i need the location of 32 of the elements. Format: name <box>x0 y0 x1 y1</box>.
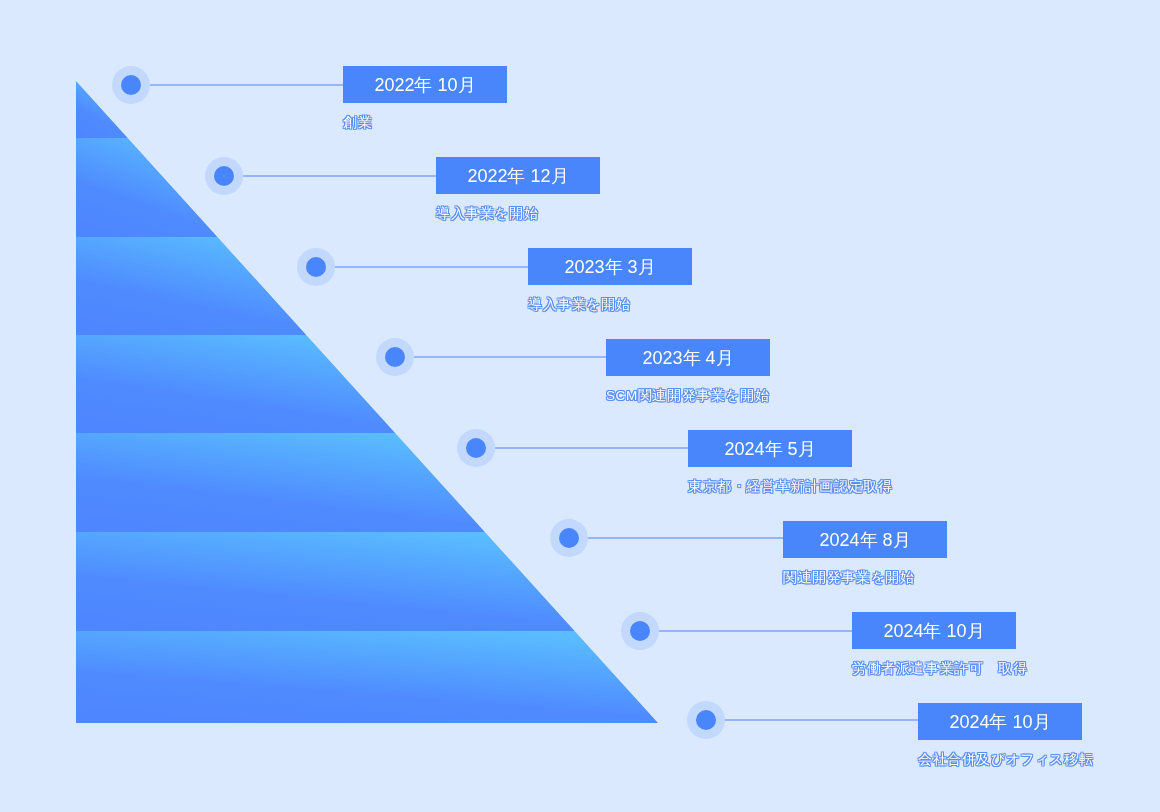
timeline-dot <box>205 157 243 195</box>
timeline-dot <box>457 429 495 467</box>
event-description: 創業 <box>343 114 373 132</box>
event-description: SCM関連開発事業を開始 <box>606 387 770 405</box>
timeline-dot <box>687 701 725 739</box>
date-label: 2022年 12月 <box>436 157 600 194</box>
date-label: 2022年 10月 <box>343 66 507 103</box>
date-label: 2024年 5月 <box>688 430 852 467</box>
date-label: 2024年 10月 <box>918 703 1082 740</box>
connector-line <box>724 719 919 721</box>
event-description: 東京都・経営革新計画認定取得 <box>688 478 893 496</box>
timeline-dot <box>297 248 335 286</box>
event-description: 導入事業を開始 <box>528 296 631 314</box>
connector-line <box>413 356 607 358</box>
date-label: 2023年 3月 <box>528 248 692 285</box>
connector-line <box>149 84 344 86</box>
event-description: 会社合併及びオフィス移転 <box>918 751 1094 769</box>
connector-line <box>242 175 437 177</box>
connector-line <box>334 266 529 268</box>
connector-line <box>658 630 853 632</box>
date-label: 2023年 4月 <box>606 339 770 376</box>
event-description: 関連開発事業を開始 <box>783 569 915 587</box>
timeline-dot <box>112 66 150 104</box>
connector-line <box>494 447 689 449</box>
timeline-dot <box>376 338 414 376</box>
event-description: 労働者派遣事業許可 取得 <box>852 660 1028 678</box>
timeline-dot <box>621 612 659 650</box>
timeline-dot <box>550 519 588 557</box>
date-label: 2024年 10月 <box>852 612 1016 649</box>
connector-line <box>587 537 784 539</box>
event-description: 導入事業を開始 <box>436 205 539 223</box>
date-label: 2024年 8月 <box>783 521 947 558</box>
